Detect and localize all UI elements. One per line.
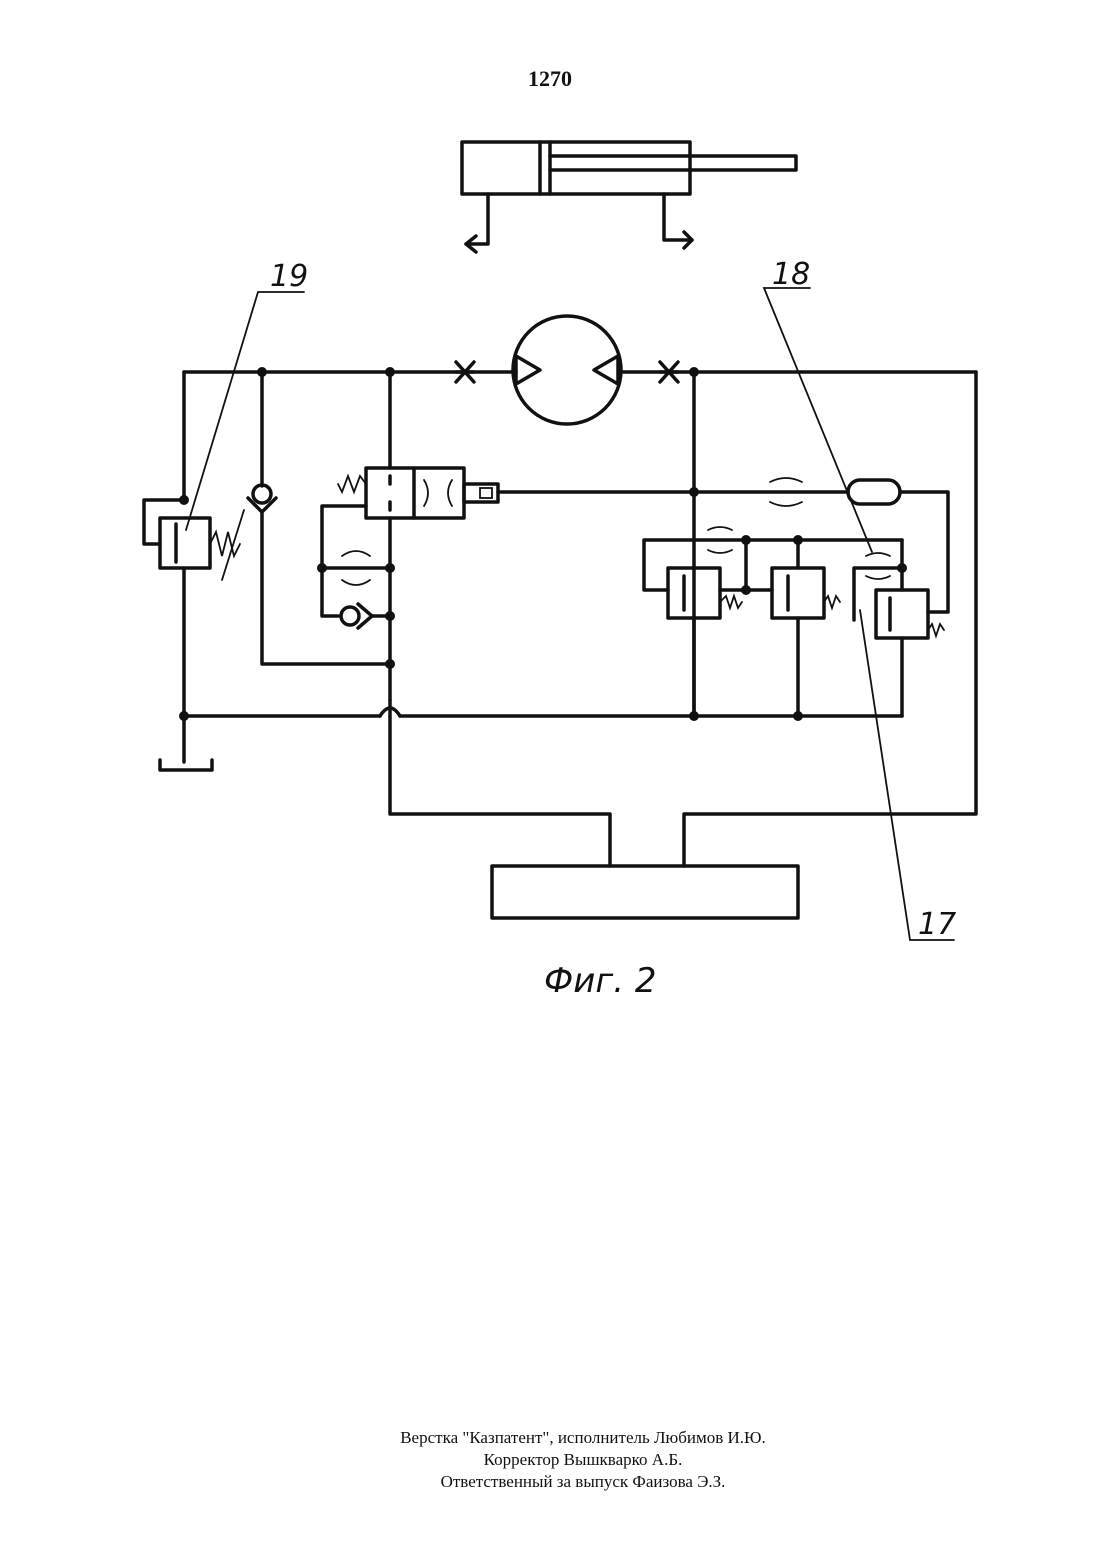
footer-line-layout: Верстка "Казпатент", исполнитель Любимов… (0, 1427, 1100, 1449)
figure-caption: Фиг. 2 (544, 961, 656, 1001)
footer-line-corrector: Корректор Вышкварко А.Б. (0, 1449, 1100, 1471)
pipelines (184, 372, 976, 866)
valve-block-right (644, 478, 944, 716)
reservoir (492, 866, 798, 918)
hydraulic-cylinder (462, 142, 796, 252)
footer: Верстка "Казпатент", исполнитель Любимов… (0, 1427, 1100, 1493)
ref-label-17: 17 (918, 907, 956, 942)
throttle-check-block (322, 506, 390, 628)
ref-label-19: 19 (270, 259, 308, 294)
directional-valve (338, 468, 498, 518)
ref-label-18: 18 (772, 257, 810, 292)
tank-symbol (160, 760, 212, 770)
check-valve-left (248, 485, 276, 512)
leader-lines (186, 288, 954, 940)
footer-line-responsible: Ответственный за выпуск Фаизова Э.З. (0, 1471, 1100, 1493)
throttle-right (660, 362, 678, 382)
pump-motor (513, 316, 621, 424)
throttle-left (456, 362, 474, 382)
relief-valve-19 (144, 500, 244, 580)
